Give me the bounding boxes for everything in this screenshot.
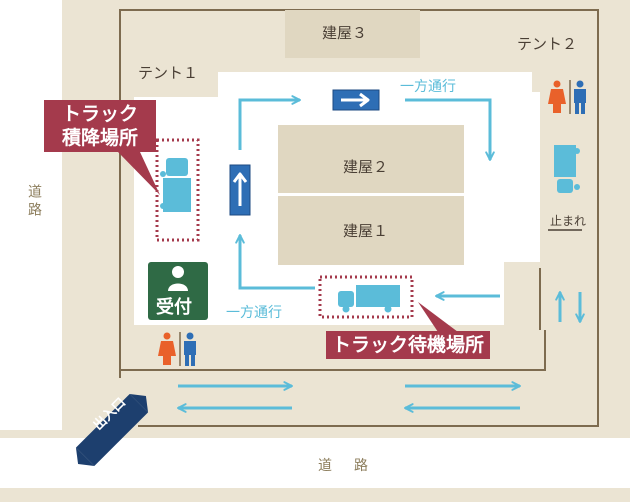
label-road-bottom: 道 路	[318, 458, 372, 474]
label-one-way-top: 一方通行	[400, 79, 456, 95]
label-building-1: 建屋１	[343, 222, 389, 240]
callout-waiting-area: トラック待機場所	[326, 331, 491, 359]
building-3	[285, 10, 420, 58]
road-sidewalk	[62, 0, 82, 430]
flow-arrow-right	[405, 98, 495, 161]
flow-arrow-left-up	[235, 234, 315, 290]
label-tent-1: テント１	[138, 64, 199, 82]
callout-loading-area: トラック 積降場所	[44, 100, 156, 152]
truck-icon	[160, 158, 191, 212]
road-bottom-strip	[0, 488, 630, 502]
entrance-badge	[75, 393, 149, 467]
truck-icon	[554, 145, 580, 193]
callout-pointer-waiting	[418, 302, 458, 332]
inner-wall	[120, 330, 546, 371]
person-icon	[168, 266, 188, 291]
label-building-3: 建屋３	[322, 24, 368, 42]
label-road-left: 道路	[26, 184, 42, 220]
label-stop: 止まれ	[550, 214, 587, 228]
one-way-sign-up	[229, 164, 251, 216]
callout-pointer-loading	[118, 152, 160, 195]
truck-icon	[338, 285, 400, 313]
label-reception: 受付	[156, 297, 192, 318]
label-tent-2: テント２	[517, 35, 578, 53]
one-way-sign-right	[332, 89, 380, 111]
waiting-area	[318, 275, 414, 319]
restroom-icon	[158, 332, 196, 366]
label-one-way-bottom: 一方通行	[226, 305, 282, 321]
flow-arrow-top	[238, 95, 301, 150]
road-left	[0, 0, 62, 430]
building-divider	[278, 193, 464, 196]
label-building-2: 建屋２	[343, 158, 389, 176]
restroom-icon	[548, 80, 586, 114]
